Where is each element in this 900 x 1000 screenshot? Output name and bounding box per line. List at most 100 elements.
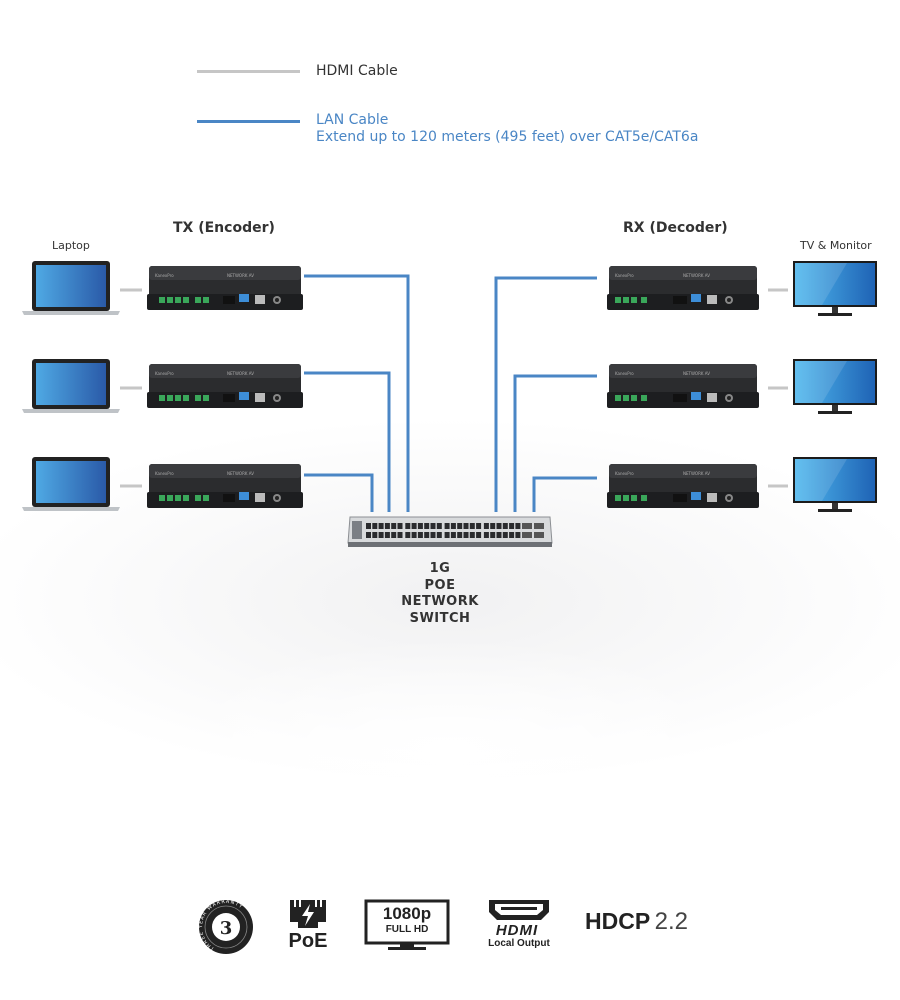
switch-port — [384, 523, 390, 529]
device-brand: KanexPro — [615, 273, 634, 278]
tv-frame-icon — [364, 899, 450, 950]
switch-port — [417, 532, 423, 538]
hdmi-legend-label: HDMI Cable — [316, 63, 398, 79]
lan-cable-tx3 — [304, 473, 374, 512]
lan-cable-tx2 — [304, 371, 391, 512]
switch-label-line: SWITCH — [409, 610, 471, 626]
switch-port — [444, 523, 450, 529]
device-text: NETWORK AV — [227, 273, 254, 278]
resolution-sub: FULL HD — [385, 924, 429, 935]
switch-port — [490, 523, 496, 529]
device-brand: KanexPro — [615, 471, 634, 476]
switch-port — [476, 523, 482, 529]
tx-title: TX (Encoder) — [173, 220, 275, 236]
switch-port — [436, 532, 442, 538]
tv-monitor-icon — [793, 359, 877, 414]
switch-port — [430, 523, 436, 529]
lan-legend-label: LAN Cable — [316, 112, 389, 128]
switch-port — [490, 532, 496, 538]
switch-port — [483, 532, 489, 538]
switch-port — [469, 523, 475, 529]
switch-port — [417, 523, 423, 529]
tv-monitor-icon — [793, 457, 877, 512]
ethernet-lightning-icon — [290, 900, 326, 928]
switch-port — [450, 532, 456, 538]
switch-port — [430, 532, 436, 538]
rx-decoder-device: KanexPro NETWORK AV — [607, 362, 759, 414]
switch-port — [397, 532, 403, 538]
switch-port — [391, 523, 397, 529]
rx-decoder-device: KanexPro NETWORK AV — [607, 264, 759, 316]
device-brand: KanexPro — [615, 371, 634, 376]
rx-title: RX (Decoder) — [623, 220, 728, 236]
lan-legend-note: Extend up to 120 meters (495 feet) over … — [316, 129, 699, 145]
device-text: NETWORK AV — [683, 471, 710, 476]
switch-port — [463, 532, 469, 538]
switch-port — [502, 523, 508, 529]
switch-port — [463, 523, 469, 529]
switch-port — [424, 523, 430, 529]
switch-port — [457, 523, 463, 529]
lan-cable-rx1 — [494, 276, 597, 512]
switch-label-line: NETWORK — [401, 594, 479, 609]
switch-port — [444, 532, 450, 538]
rx-decoder-device: KanexPro NETWORK AV — [607, 462, 759, 514]
switch-port — [411, 523, 417, 529]
resolution-main: 1080p — [382, 904, 432, 923]
switch-label-line: POE — [424, 577, 456, 593]
device-text: NETWORK AV — [227, 471, 254, 476]
switch-port — [502, 532, 508, 538]
switch-port — [378, 523, 384, 529]
switch-port — [391, 532, 397, 538]
device-text: NETWORK AV — [227, 371, 254, 376]
switch-port — [515, 532, 521, 538]
lan-cable-rx3 — [532, 476, 597, 512]
switch-port — [372, 523, 378, 529]
hdcp-version: 2.2 — [654, 908, 688, 935]
warranty-number: 3 — [220, 918, 233, 939]
tx-encoder-device: KanexPro NETWORK AV — [147, 264, 303, 316]
switch-label: 1G POE NETWORK SWITCH — [380, 561, 500, 627]
device-brand: KanexPro — [155, 371, 174, 376]
switch-port — [457, 532, 463, 538]
laptop-label: Laptop — [52, 239, 90, 252]
laptop-icon — [22, 457, 120, 511]
tv-label: TV & Monitor — [800, 239, 872, 252]
switch-port — [483, 523, 489, 529]
switch-port — [509, 532, 515, 538]
device-brand: KanexPro — [155, 273, 174, 278]
switch-port — [372, 532, 378, 538]
tx-encoder-device: KanexPro NETWORK AV — [147, 362, 303, 414]
switch-port — [384, 532, 390, 538]
switch-port — [366, 532, 371, 538]
poe-badge: PoE — [288, 898, 328, 954]
switch-port — [509, 523, 515, 529]
lan-cable-rx2 — [513, 374, 597, 512]
switch-label-line: 1G — [429, 561, 451, 576]
switch-port — [496, 523, 502, 529]
switch-port — [496, 532, 502, 538]
switch-port — [366, 523, 371, 529]
switch-port — [515, 523, 521, 529]
hdmi-badge: HDMI Local Output — [484, 898, 554, 954]
switch-port — [476, 532, 482, 538]
switch-port — [411, 532, 417, 538]
switch-port — [450, 523, 456, 529]
tx-encoder-device: KanexPro NETWORK AV — [147, 462, 303, 514]
switch-port — [469, 532, 475, 538]
switch-port — [436, 523, 442, 529]
switch-port — [424, 532, 430, 538]
hdmi-connector-icon — [489, 900, 549, 920]
network-switch — [347, 516, 553, 547]
switch-port — [397, 523, 403, 529]
device-text: NETWORK AV — [683, 371, 710, 376]
laptop-icon — [22, 261, 120, 315]
hdmi-legend-line — [197, 70, 300, 73]
lan-legend-line — [197, 120, 300, 123]
hdmi-sub-label: Local Output — [488, 938, 550, 949]
device-brand: KanexPro — [155, 471, 174, 476]
device-text: NETWORK AV — [683, 273, 710, 278]
tv-monitor-icon — [793, 261, 877, 316]
poe-label: PoE — [288, 930, 328, 952]
hdcp-label: HDCP — [585, 908, 651, 934]
